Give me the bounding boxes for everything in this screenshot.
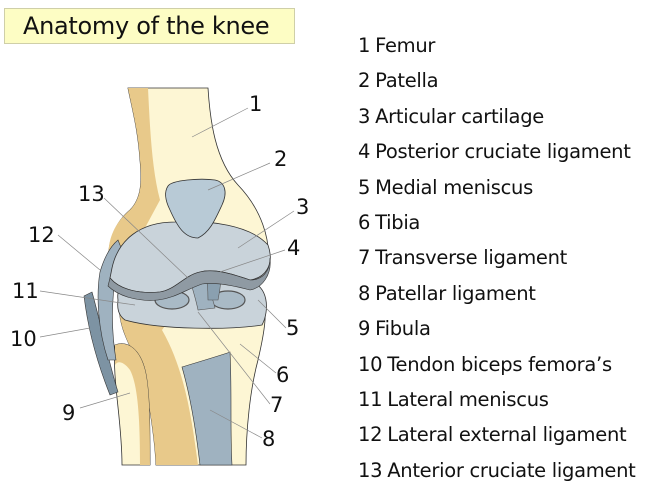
callout-7: 7	[270, 393, 284, 417]
diagram-title: Anatomy of the knee	[23, 12, 270, 40]
callout-2: 2	[274, 147, 288, 171]
callout-3: 3	[296, 195, 310, 219]
articular-cartilage	[107, 221, 271, 301]
callout-10: 10	[10, 327, 37, 351]
tendon-biceps-femoris	[83, 291, 119, 396]
callout-9: 9	[62, 401, 76, 425]
patellar-ligament	[181, 351, 233, 466]
leader-lines	[39, 107, 295, 439]
callout-6: 6	[276, 363, 290, 387]
title-box: Anatomy of the knee	[4, 8, 295, 44]
fibula	[114, 343, 151, 466]
callout-8: 8	[262, 427, 276, 451]
callout-5: 5	[286, 316, 300, 340]
patella	[165, 178, 226, 239]
callout-11: 11	[12, 279, 39, 303]
callout-13: 13	[78, 182, 105, 206]
callout-12: 12	[28, 223, 55, 247]
knee-diagram	[39, 87, 295, 466]
callout-1: 1	[249, 92, 263, 116]
callout-4: 4	[287, 236, 301, 260]
